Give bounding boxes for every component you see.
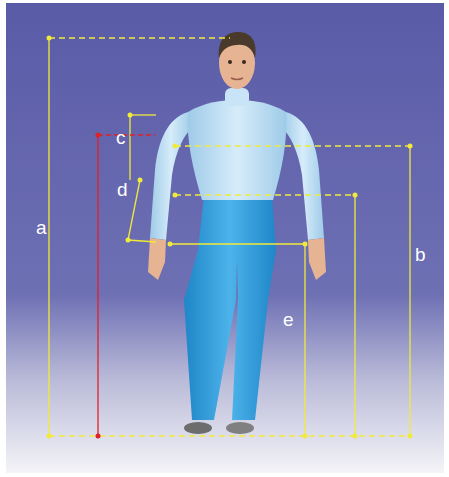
dimension-lines (47, 36, 413, 439)
dimension-label: b (415, 245, 426, 264)
figure (148, 32, 326, 434)
dimension-label: c (116, 128, 126, 147)
dimension-label: d (117, 180, 128, 199)
dimension-label: e (283, 310, 294, 329)
dimension-label: a (36, 218, 47, 237)
background (6, 3, 444, 473)
